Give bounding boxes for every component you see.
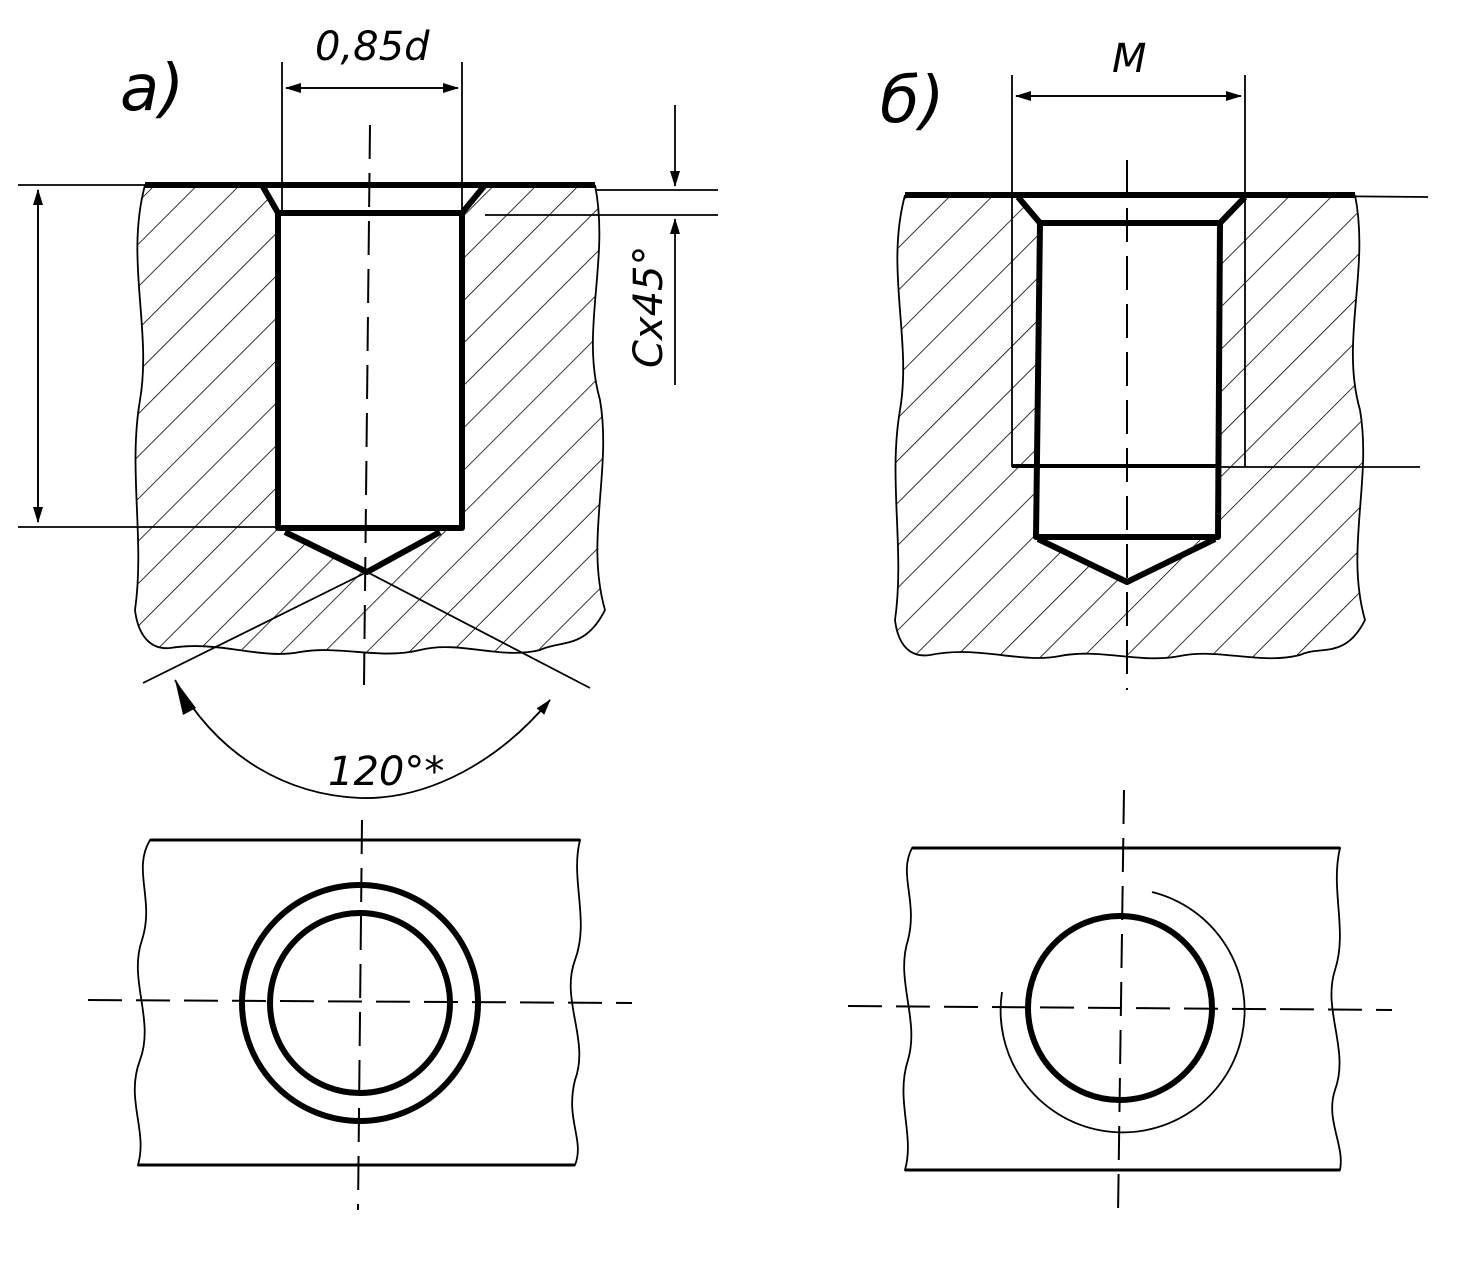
thread-arc-b (999, 891, 1246, 1134)
hole-a-outline (259, 183, 488, 531)
dim-width-a: 0,85d (315, 24, 430, 70)
hole-b-interior (1018, 197, 1245, 582)
hole-b-outline (1015, 194, 1248, 540)
angle-arc (174, 679, 551, 799)
view-b-top (847, 789, 1393, 1216)
view-b-label: б) (880, 64, 944, 138)
view-a-section: 0,85d Cx45° 120°* а) (18, 24, 718, 799)
dim-chamfer-a: Cx45° (626, 246, 672, 369)
hole-a-interior (262, 185, 485, 572)
dim-width-b: M (1112, 36, 1147, 82)
part-b-outline (894, 194, 1366, 660)
view-b-section: M б) (880, 36, 1429, 690)
dim-angle-a: 120°* (328, 749, 444, 795)
part-a-outline (134, 184, 606, 655)
view-a-top (87, 819, 633, 1211)
view-a-label: а) (120, 52, 184, 126)
